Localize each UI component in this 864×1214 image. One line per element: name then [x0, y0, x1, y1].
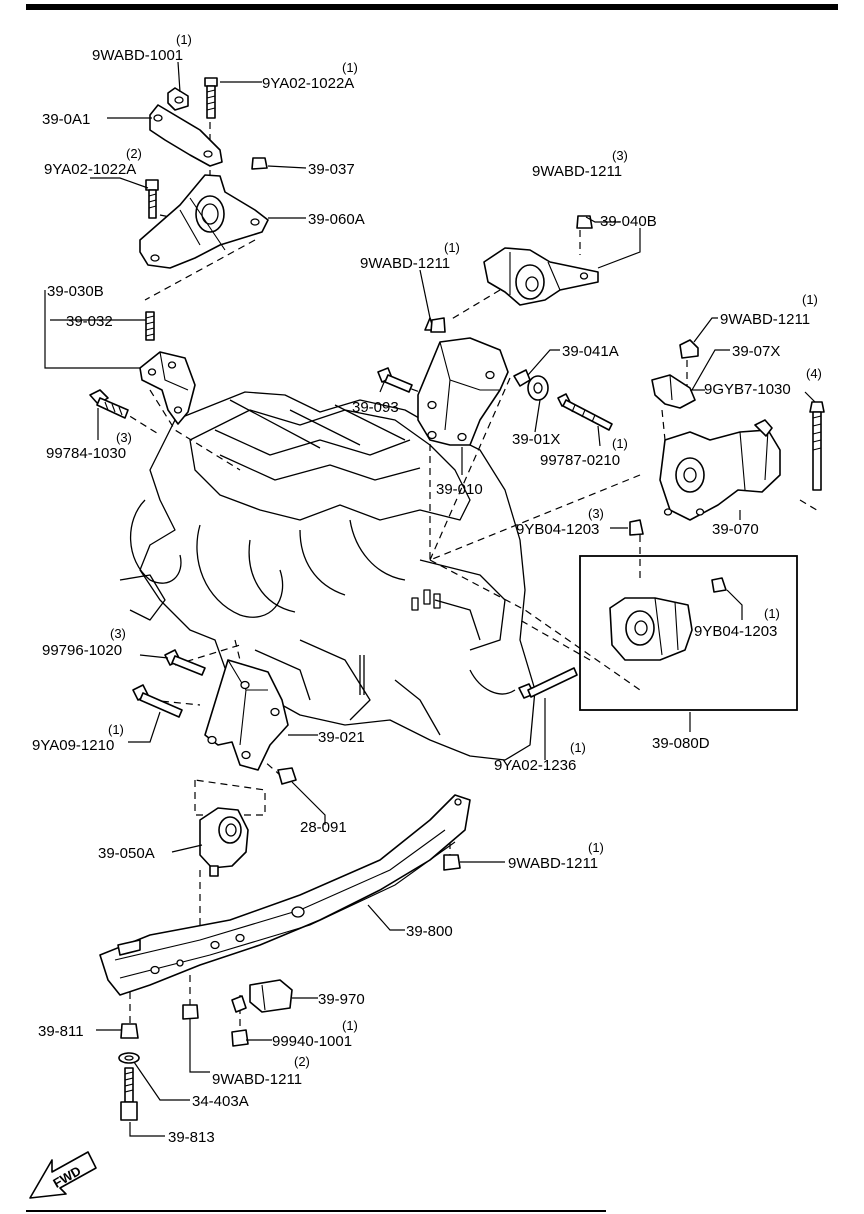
- label-9ya021022a-top: 9YA02-1022A: [262, 75, 354, 92]
- qty-999401001: (1): [342, 1018, 358, 1033]
- label-39070: 39-070: [712, 521, 759, 538]
- qty-9ya091210: (1): [108, 722, 124, 737]
- mount-39-060A: [139, 77, 269, 269]
- label-9ya091210: 9YA09-1210: [32, 737, 114, 754]
- label-9wabd1211-b: 9WABD-1211: [360, 255, 450, 272]
- qty-9yb041203-b: (1): [764, 606, 780, 621]
- label-3907x: 39-07X: [732, 343, 780, 360]
- label-39093: 39-093: [352, 399, 399, 416]
- mount-39-070: [629, 339, 825, 536]
- label-39811: 39-811: [38, 1023, 84, 1040]
- qty-9wabd1211-d: (1): [588, 840, 604, 855]
- label-997841030: 99784-1030: [46, 445, 126, 462]
- qty-997870210: (1): [612, 436, 628, 451]
- label-39040b: 39-040B: [600, 213, 657, 230]
- label-39970: 39-970: [318, 991, 365, 1008]
- label-28091: 28-091: [300, 819, 347, 836]
- qty-9ya021022a-left: (2): [126, 146, 142, 161]
- label-39041a: 39-041A: [562, 343, 619, 360]
- label-9yb041203-b: 9YB04-1203: [694, 623, 777, 640]
- fwd-arrow-icon: FWD: [29, 1151, 97, 1199]
- qty-9yb041203-a: (3): [588, 506, 604, 521]
- label-39800: 39-800: [406, 923, 453, 940]
- qty-997841030: (3): [116, 430, 132, 445]
- label-39050a: 39-050A: [98, 845, 155, 862]
- label-9wabd1001: 9WABD-1001: [92, 47, 183, 64]
- label-9gyb71030: 9GYB7-1030: [704, 381, 791, 398]
- bracket-39-030B: [89, 311, 196, 425]
- qty-997961020: (3): [110, 626, 126, 641]
- label-9ya021022a-left: 9YA02-1022A: [44, 161, 136, 178]
- label-34403a: 34-403A: [192, 1093, 249, 1110]
- qty-9wabd1211-b: (1): [444, 240, 460, 255]
- qty-9wabd1001: (1): [176, 32, 192, 47]
- bracket-39-010: [377, 317, 613, 446]
- bracket-39-021: [132, 649, 578, 785]
- engine-block-outline: [119, 391, 536, 761]
- mount-39-050A: [199, 807, 249, 877]
- label-9wabd1211-d: 9WABD-1211: [508, 855, 598, 872]
- qty-9wabd1211-e: (2): [294, 1054, 310, 1069]
- part-labels: (1) 9WABD-1001 (1) 9YA02-1022A 39-0A1 (2…: [32, 32, 822, 1146]
- label-997961020: 99796-1020: [42, 642, 122, 659]
- label-9yb041203-a: 9YB04-1203: [516, 521, 599, 538]
- qty-9wabd1211-a: (3): [612, 148, 628, 163]
- qty-9gyb71030: (4): [806, 366, 822, 381]
- crossmember-39-800: [99, 794, 471, 996]
- label-39080d: 39-080D: [652, 735, 710, 752]
- label-39021: 39-021: [318, 729, 365, 746]
- label-390a1: 39-0A1: [42, 111, 90, 128]
- qty-9wabd1211-c: (1): [802, 292, 818, 307]
- label-39060a: 39-060A: [308, 211, 365, 228]
- top-border: [26, 4, 838, 10]
- label-3901x: 39-01X: [512, 431, 560, 448]
- label-39037: 39-037: [308, 161, 355, 178]
- label-997870210: 99787-0210: [540, 452, 620, 469]
- label-39032: 39-032: [66, 313, 113, 330]
- bottom-small-parts: [118, 979, 293, 1121]
- qty-9ya021022a-top: (1): [342, 60, 358, 75]
- label-9ya021236: 9YA02-1236: [494, 757, 576, 774]
- label-39813: 39-813: [168, 1129, 215, 1146]
- label-39030b: 39-030B: [47, 283, 104, 300]
- leader-lines: [44, 61, 816, 1137]
- label-39010: 39-010: [436, 481, 483, 498]
- label-999401001: 99940-1001: [272, 1033, 352, 1050]
- label-9wabd1211-c: 9WABD-1211: [720, 311, 810, 328]
- qty-9ya021236: (1): [570, 740, 586, 755]
- mount-39-040B: [483, 215, 599, 306]
- label-9wabd1211-e: 9WABD-1211: [212, 1071, 302, 1088]
- label-9wabd1211-a: 9WABD-1211: [532, 163, 622, 180]
- box-39-080D: [579, 555, 798, 711]
